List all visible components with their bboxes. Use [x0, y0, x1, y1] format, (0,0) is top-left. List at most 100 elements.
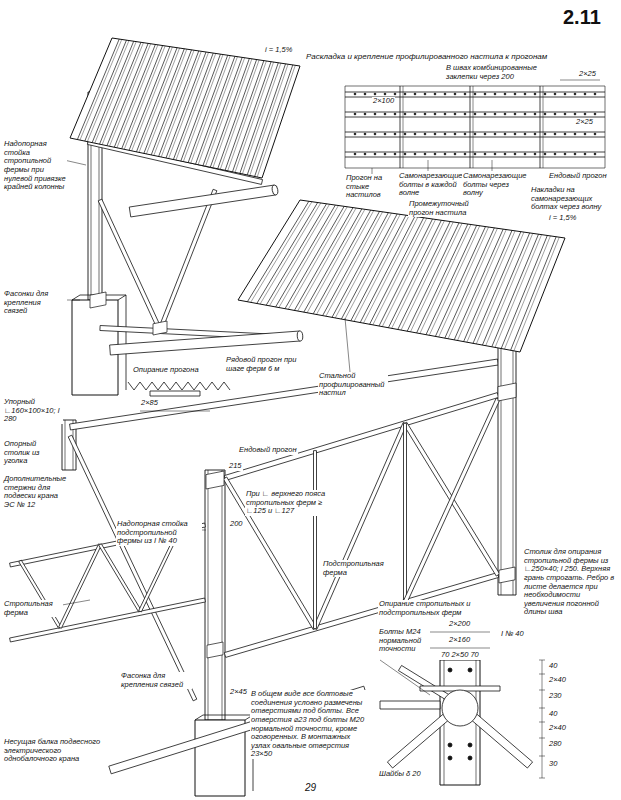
screw-mark: [374, 93, 376, 95]
screw-mark: [564, 153, 566, 155]
inset-heading: Опирание прогона: [132, 366, 200, 375]
pipe-end: [297, 331, 303, 341]
steel-member: [314, 451, 317, 629]
deck-rib: [146, 49, 186, 154]
screw-mark: [534, 153, 536, 155]
screw-mark: [374, 133, 376, 135]
dimension-label: 30: [548, 760, 558, 769]
note-label: В швах комбинированные заклепки через 20…: [445, 64, 552, 81]
deck-seam: [473, 86, 474, 168]
screw-mark: [474, 153, 476, 155]
screw-mark: [394, 93, 396, 95]
screw-mark: [384, 93, 386, 95]
deck-rib: [183, 55, 223, 162]
screw-mark: [584, 113, 586, 115]
screw-mark: [434, 93, 436, 95]
dimension-tick: [539, 690, 545, 691]
deck-rib: [129, 47, 170, 151]
steel-column: [205, 470, 225, 720]
screw-mark: [354, 93, 356, 95]
steel-member: [224, 573, 498, 658]
part-label: Фасонки для крепления связей: [3, 290, 67, 316]
plan-frame: [345, 86, 605, 168]
screw-mark: [474, 113, 476, 115]
deck-seam: [403, 86, 404, 168]
dimension-tick: [539, 708, 545, 709]
dimension-tick: [539, 756, 545, 757]
column-flange: [208, 470, 209, 720]
deck-rib: [136, 48, 177, 152]
screw-mark: [494, 93, 496, 95]
deck-rib: [203, 57, 242, 165]
screw-mark: [564, 93, 566, 95]
concrete-column: [118, 295, 126, 390]
deck-rib: [250, 64, 288, 175]
deck-rib: [228, 61, 267, 171]
screw-mark: [424, 113, 426, 115]
deck-rib: [266, 204, 326, 305]
deck-rib: [210, 58, 249, 167]
deck-rib: [198, 57, 237, 165]
deck-rib: [260, 203, 321, 304]
screw-mark: [444, 153, 446, 155]
screw-mark: [474, 133, 476, 135]
part-label: Упорный ∟160×100×10; l 280: [3, 398, 63, 424]
deck-rib: [247, 64, 285, 175]
screw-mark: [534, 133, 536, 135]
screw-mark: [554, 133, 556, 135]
screw-mark: [524, 93, 526, 95]
dimension-label: 2×160: [448, 636, 471, 645]
deck-rib: [181, 54, 221, 161]
deck-rib: [85, 40, 127, 141]
screw-mark: [514, 93, 516, 95]
deck-rib: [398, 222, 450, 330]
pipe-section: [442, 690, 478, 726]
screw-mark: [364, 153, 366, 155]
screw-mark: [554, 153, 556, 155]
screw-mark: [594, 113, 596, 115]
screw-mark: [434, 133, 436, 135]
page-number: 29: [304, 782, 317, 794]
deck-rib: [166, 52, 206, 158]
dimension-label: 2×40: [548, 676, 567, 685]
deck-rib: [220, 60, 259, 169]
deck-rib: [213, 59, 252, 168]
part-label: Ендовый прогон: [238, 446, 298, 455]
note-label: Столик для опирания стропильной фермы из…: [523, 548, 617, 617]
dimension-label: 2×40: [548, 724, 567, 733]
steel-member: [99, 544, 142, 612]
deck-rib: [154, 50, 194, 155]
screw-mark: [534, 113, 536, 115]
plan-purlin: [345, 137, 605, 138]
pipe-end: [272, 185, 279, 196]
deck-rib: [345, 214, 401, 319]
screw-mark: [394, 113, 396, 115]
screw-mark: [374, 113, 376, 115]
deck-rib: [426, 225, 477, 334]
part-label: Самонарезающие болты через волну: [462, 172, 526, 198]
deck-rib: [379, 219, 433, 326]
part-label: Надопорная стойка подстропильной фермы и…: [116, 520, 202, 546]
bolt-symbol: [468, 756, 472, 760]
deck-rib: [429, 226, 479, 335]
screw-mark: [574, 153, 576, 155]
screw-mark: [394, 133, 396, 135]
part-label: Самонарезающие болты в каждой волне: [398, 172, 465, 198]
dimension-label: 2×100: [372, 97, 395, 106]
deck-rib: [176, 53, 216, 160]
plan-purlin: [345, 117, 605, 118]
bolt-symbol: [468, 743, 472, 747]
screw-mark: [464, 133, 466, 135]
screw-mark: [464, 93, 466, 95]
screw-mark: [534, 93, 536, 95]
plan-purlin: [345, 112, 605, 113]
leader-line: [380, 660, 430, 695]
screw-mark: [494, 133, 496, 135]
plan-purlin: [345, 152, 605, 153]
deck-seam: [470, 86, 471, 168]
screw-mark: [594, 133, 596, 135]
screw-mark: [444, 113, 446, 115]
deck-rib: [370, 218, 424, 325]
